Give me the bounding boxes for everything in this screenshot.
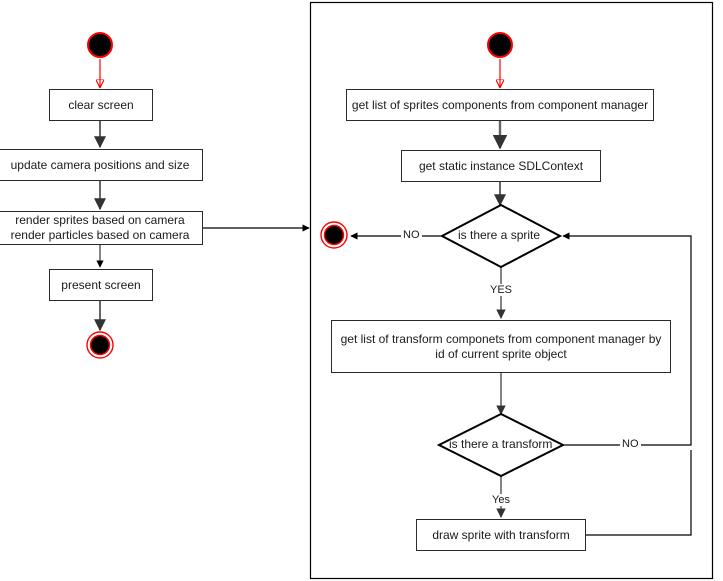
right-end-node-core [323,224,345,246]
left-start-node [87,32,113,58]
edge-draw-sprite-loop-back [586,450,692,536]
activity-get-list-of-sprites-components[interactable]: get list of sprites components from comp… [346,89,654,121]
right-start-node [487,32,513,58]
branch-label-transform-no: NO [620,438,641,450]
decision-label-is-there-a-transform: is there a transform [449,437,553,451]
activity-present-screen[interactable]: present screen [49,269,153,301]
branch-label-transform-yes: Yes [490,494,512,506]
sprite-draw-panel-border [309,1,714,580]
decision-label-is-there-a-sprite: is there a sprite [458,228,541,242]
branch-label-sprite-yes: YES [488,284,515,296]
decision-is-there-a-transform[interactable] [436,412,566,478]
activity-clear-screen[interactable]: clear screen [49,89,153,121]
left-end-node-core [89,334,111,356]
activity-get-list-of-transform-components[interactable]: get list of transform componets from com… [331,320,671,373]
activity-render-sprites-and-particles[interactable]: render sprites based on camera render pa… [0,211,203,245]
activity-update-camera-positions-and-size[interactable]: update camera positions and size [0,149,203,181]
branch-label-sprite-no: NO [401,229,422,241]
decision-is-there-a-sprite[interactable] [439,203,563,269]
activity-get-static-instance-sdlcontext[interactable]: get static instance SDLContext [401,150,601,182]
activity-draw-sprite-with-transform[interactable]: draw sprite with transform [416,519,586,551]
